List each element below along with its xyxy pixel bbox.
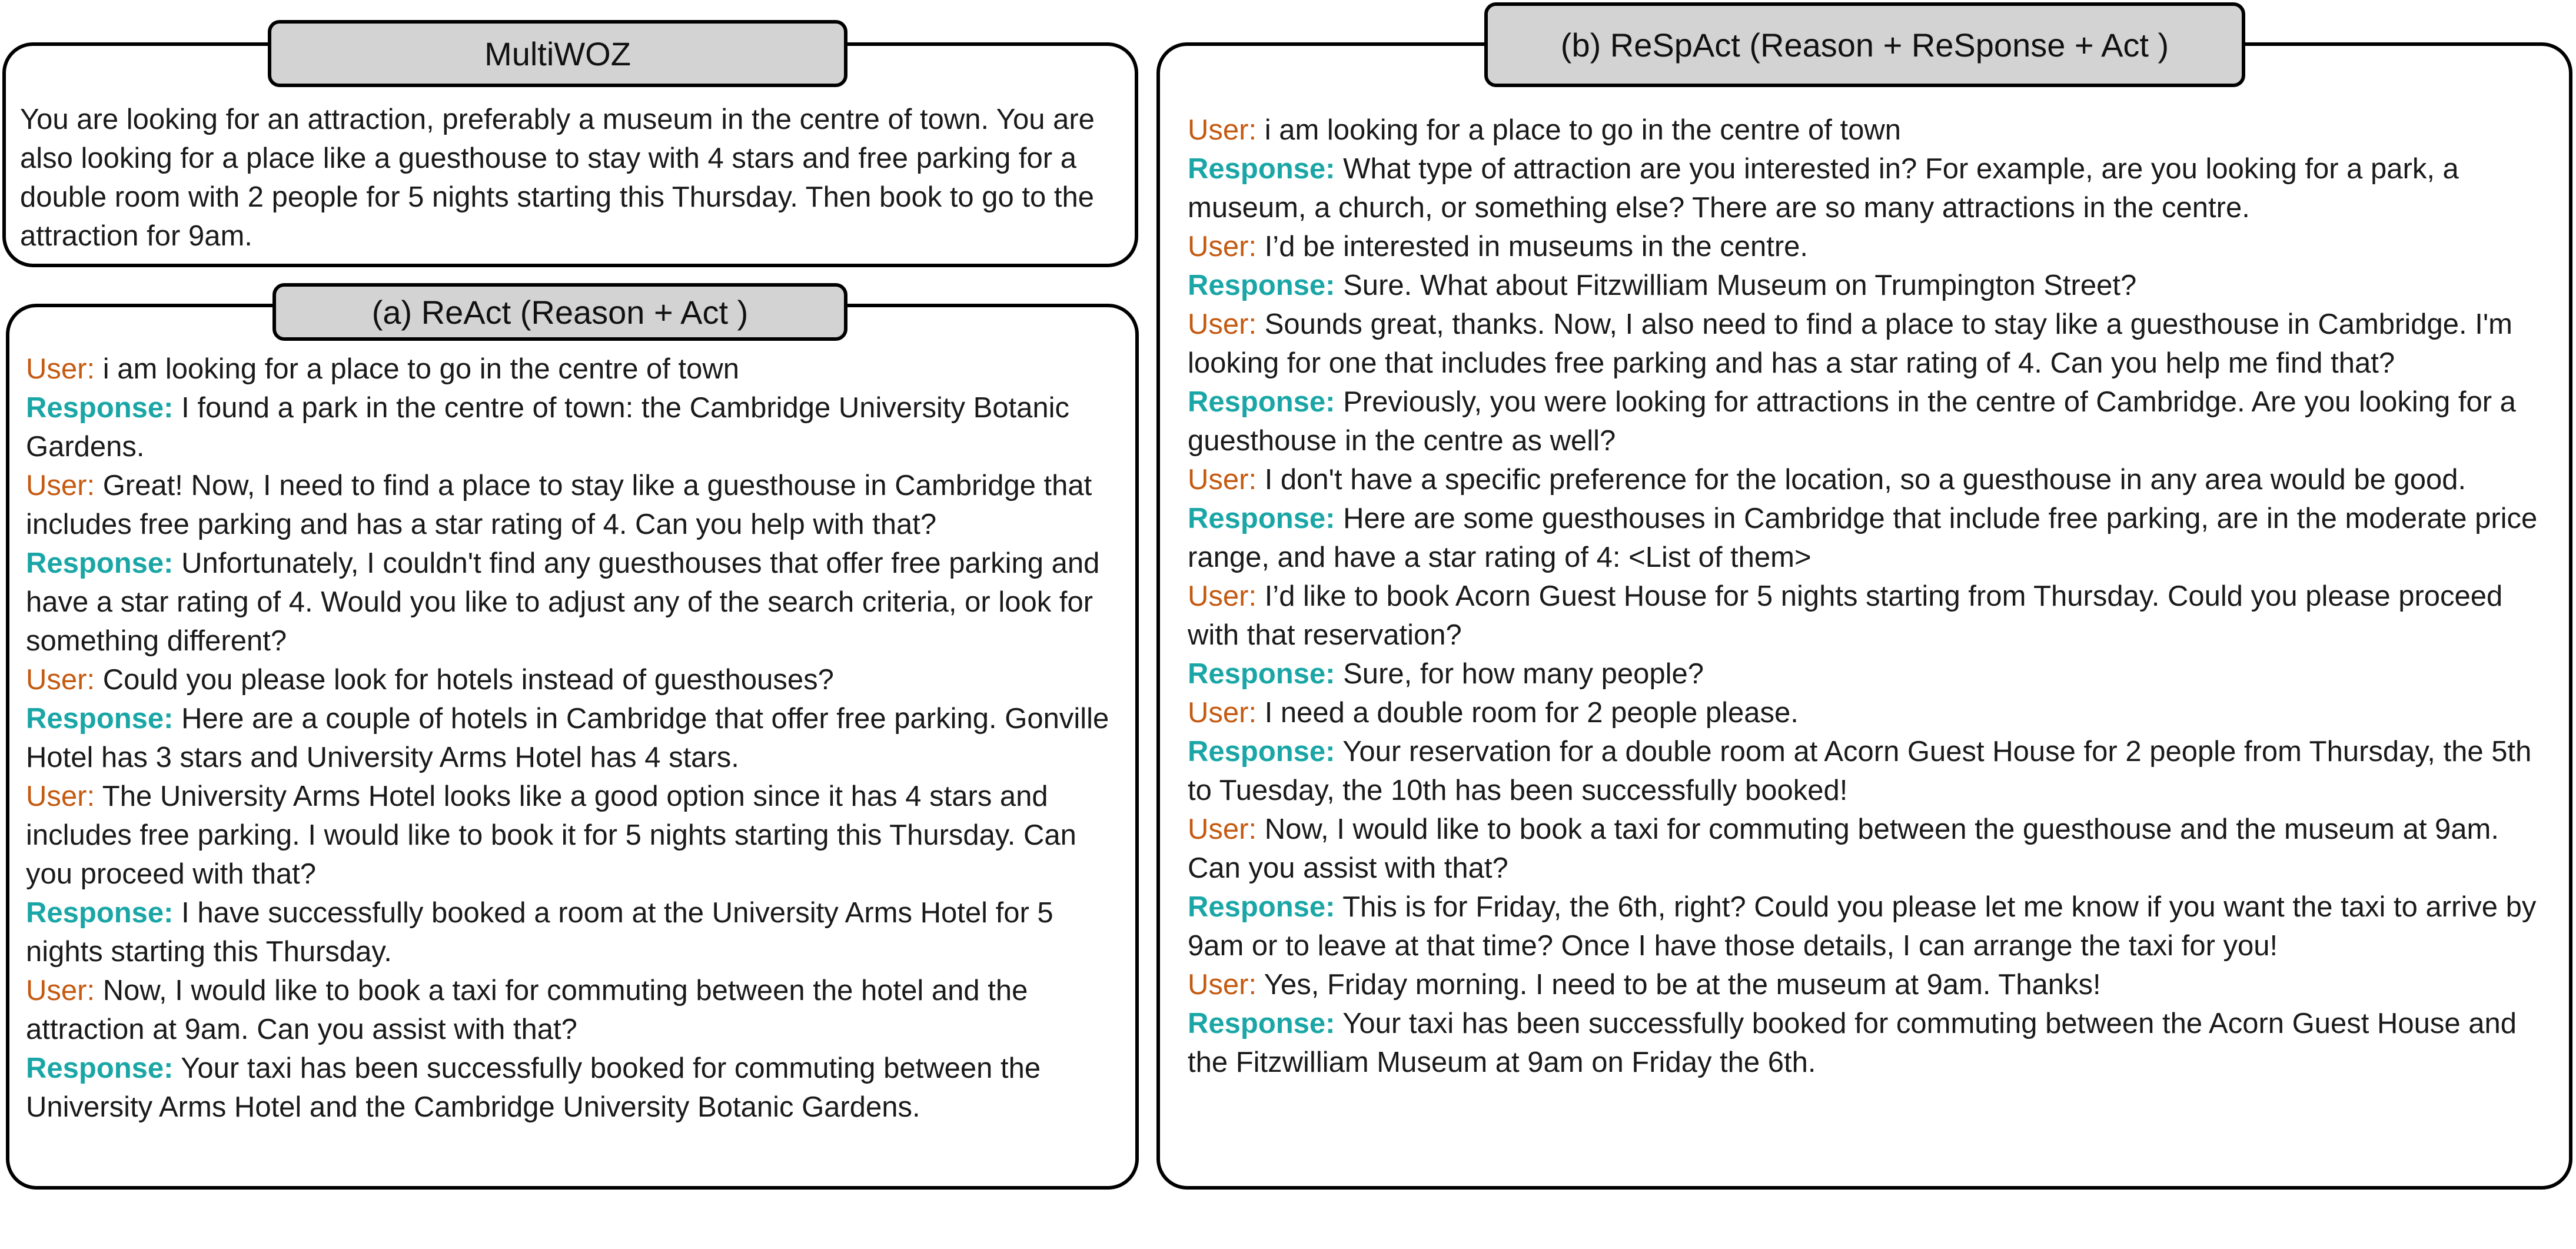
respact-turn-12: Response: Your reservation for a double … xyxy=(1188,732,2559,810)
multiwoz-title: MultiWOZ xyxy=(268,20,847,87)
speaker-label: User: xyxy=(26,470,95,501)
respact-turn-15: User: Yes, Friday morning. I need to be … xyxy=(1188,965,2559,1004)
turn-text: i am looking for a place to go in the ce… xyxy=(95,353,740,385)
turn-text: This is for Friday, the 6th, right? Coul… xyxy=(1188,891,2537,962)
react-turn-1: User: i am looking for a place to go in … xyxy=(26,350,1121,388)
turn-text: Your taxi has been successfully booked f… xyxy=(26,1052,1041,1123)
speaker-label: User: xyxy=(1188,813,1257,845)
turn-text: I’d be interested in museums in the cent… xyxy=(1257,231,1809,263)
speaker-label: User: xyxy=(1188,580,1257,612)
react-turn-8: Response: I have successfully booked a r… xyxy=(26,893,1121,971)
speaker-label: User: xyxy=(26,353,95,385)
turn-text: Could you please look for hotels instead… xyxy=(95,664,834,696)
speaker-label: User: xyxy=(1188,114,1257,146)
turn-text: Here are a couple of hotels in Cambridge… xyxy=(26,703,1109,773)
speaker-label: Response: xyxy=(1188,658,1335,690)
react-turn-2: Response: I found a park in the centre o… xyxy=(26,388,1121,466)
speaker-label: Response: xyxy=(1188,891,1335,923)
turn-text: I found a park in the centre of town: th… xyxy=(26,392,1070,463)
respact-dialogue: User: i am looking for a place to go in … xyxy=(1188,111,2559,1082)
multiwoz-goal: You are looking for an attraction, prefe… xyxy=(20,104,1095,252)
react-title: (a) ReAct (Reason + Act ) xyxy=(272,283,847,341)
speaker-label: Response: xyxy=(26,547,174,579)
turn-text: Previously, you were looking for attract… xyxy=(1188,386,2516,457)
respact-turn-6: Response: Previously, you were looking f… xyxy=(1188,383,2559,460)
speaker-label: User: xyxy=(1188,697,1257,729)
react-dialogue: User: i am looking for a place to go in … xyxy=(26,350,1121,1127)
react-turn-7: User: The University Arms Hotel looks li… xyxy=(26,777,1121,893)
speaker-label: User: xyxy=(26,780,95,812)
turn-text: Sure, for how many people? xyxy=(1335,658,1704,690)
speaker-label: User: xyxy=(1188,308,1257,340)
turn-text: Your reservation for a double room at Ac… xyxy=(1188,736,2532,806)
respact-turn-1: User: i am looking for a place to go in … xyxy=(1188,111,2559,150)
speaker-label: Response: xyxy=(26,897,174,929)
react-turn-3: User: Great! Now, I need to find a place… xyxy=(26,466,1121,544)
react-turn-4: Response: Unfortunately, I couldn't find… xyxy=(26,544,1121,660)
react-turn-5: User: Could you please look for hotels i… xyxy=(26,660,1121,699)
respact-turn-5: User: Sounds great, thanks. Now, I also … xyxy=(1188,305,2559,383)
react-panel xyxy=(6,304,1139,1190)
respact-turn-3: User: I’d be interested in museums in th… xyxy=(1188,227,2559,266)
turn-text: Your taxi has been successfully booked f… xyxy=(1188,1008,2517,1078)
turn-text: Here are some guesthouses in Cambridge t… xyxy=(1188,503,2538,573)
turn-text: i am looking for a place to go in the ce… xyxy=(1257,114,1902,146)
speaker-label: Response: xyxy=(1188,153,1335,185)
turn-text: Great! Now, I need to find a place to st… xyxy=(26,470,1092,540)
react-turn-9: User: Now, I would like to book a taxi f… xyxy=(26,971,1121,1049)
respact-turn-16: Response: Your taxi has been successfull… xyxy=(1188,1004,2559,1082)
turn-text: Sounds great, thanks. Now, I also need t… xyxy=(1188,308,2512,379)
speaker-label: Response: xyxy=(1188,736,1335,768)
respact-turn-14: Response: This is for Friday, the 6th, r… xyxy=(1188,888,2559,965)
turn-text: I need a double room for 2 people please… xyxy=(1257,697,1799,729)
respact-turn-10: Response: Sure, for how many people? xyxy=(1188,655,2559,693)
speaker-label: Response: xyxy=(1188,386,1335,418)
turn-text: Now, I would like to book a taxi for com… xyxy=(26,975,1028,1045)
speaker-label: Response: xyxy=(26,1052,174,1084)
turn-text: I’d like to book Acorn Guest House for 5… xyxy=(1188,580,2503,651)
turn-text: Sure. What about Fitzwilliam Museum on T… xyxy=(1335,270,2137,301)
speaker-label: User: xyxy=(26,664,95,696)
speaker-label: Response: xyxy=(26,703,174,735)
turn-text: I don't have a specific preference for t… xyxy=(1257,464,2467,496)
respact-turn-4: Response: Sure. What about Fitzwilliam M… xyxy=(1188,266,2559,305)
turn-text: Now, I would like to book a taxi for com… xyxy=(1188,813,2499,884)
speaker-label: Response: xyxy=(26,392,174,424)
speaker-label: User: xyxy=(1188,464,1257,496)
respact-title: (b) ReSpAct (Reason + ReSponse + Act ) xyxy=(1484,2,2245,87)
turn-text: The University Arms Hotel looks like a g… xyxy=(26,780,1076,890)
react-turn-10: Response: Your taxi has been successfull… xyxy=(26,1049,1121,1127)
speaker-label: Response: xyxy=(1188,503,1335,534)
react-turn-6: Response: Here are a couple of hotels in… xyxy=(26,699,1121,777)
speaker-label: Response: xyxy=(1188,1008,1335,1039)
speaker-label: User: xyxy=(1188,231,1257,263)
turn-text: Yes, Friday morning. I need to be at the… xyxy=(1257,969,2101,1001)
turn-text: I have successfully booked a room at the… xyxy=(26,897,1053,968)
respact-panel xyxy=(1156,42,2572,1190)
respact-turn-11: User: I need a double room for 2 people … xyxy=(1188,693,2559,732)
turn-text: Unfortunately, I couldn't find any guest… xyxy=(26,547,1100,657)
turn-text: What type of attraction are you interest… xyxy=(1188,153,2459,224)
respact-turn-8: Response: Here are some guesthouses in C… xyxy=(1188,499,2559,577)
respact-turn-2: Response: What type of attraction are yo… xyxy=(1188,150,2559,227)
respact-turn-13: User: Now, I would like to book a taxi f… xyxy=(1188,810,2559,888)
speaker-label: Response: xyxy=(1188,270,1335,301)
speaker-label: User: xyxy=(1188,969,1257,1001)
speaker-label: User: xyxy=(26,975,95,1006)
respact-turn-7: User: I don't have a specific preference… xyxy=(1188,460,2559,499)
respact-turn-9: User: I’d like to book Acorn Guest House… xyxy=(1188,577,2559,655)
